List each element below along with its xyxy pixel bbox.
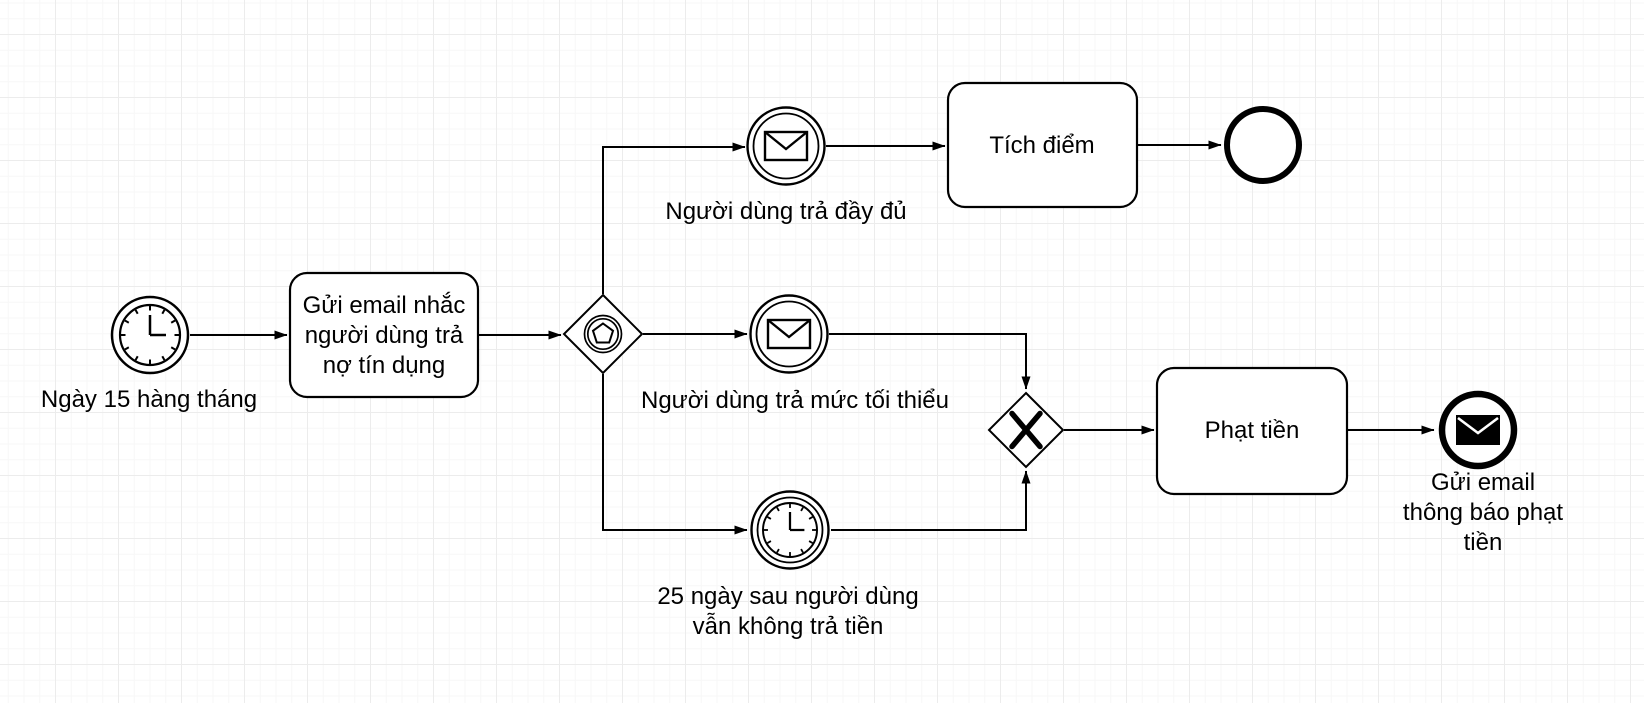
event-based-gateway[interactable] xyxy=(562,293,644,375)
flow-timer-25-days-to-xor-gateway[interactable] xyxy=(831,470,1031,531)
clock-icon xyxy=(761,501,819,559)
task-fine[interactable] xyxy=(1155,366,1349,496)
envelope-icon xyxy=(766,318,812,350)
label-task-fine: Phạt tiền xyxy=(1204,417,1300,444)
timer-start-event[interactable] xyxy=(110,295,190,375)
gateway-inner-circle-icon xyxy=(586,317,620,351)
label-msg-pays-full: Người dùng trả đầy đủ xyxy=(665,198,907,225)
task-accumulate-points[interactable] xyxy=(946,81,1139,209)
message-end-event[interactable] xyxy=(1438,390,1518,470)
envelope-icon xyxy=(763,130,809,162)
message-event-pays-minimum[interactable] xyxy=(749,294,829,374)
exclusive-gateway[interactable] xyxy=(987,391,1065,469)
timer-event-25-days[interactable] xyxy=(750,490,830,570)
end-event[interactable] xyxy=(1224,106,1302,184)
flow-msg-pays-minimum-to-xor-gateway[interactable] xyxy=(829,333,1031,390)
flow-gateway-to-msg-pays-full[interactable] xyxy=(602,142,746,294)
task-send-reminder-email[interactable] xyxy=(288,271,480,399)
label-msg-pays-minimum: Người dùng trả mức tối thiểu xyxy=(640,387,950,414)
clock-icon xyxy=(118,303,182,367)
label-task-accumulate-points: Tích điểm xyxy=(989,132,1095,159)
label-timer-25-days: 25 ngày sau người dùng vẫn không trả tiề… xyxy=(657,583,919,640)
label-task-send-reminder-email: Gửi email nhắc người dùng trả nợ tín dụn… xyxy=(302,292,466,379)
flow-gateway-to-timer-25-days[interactable] xyxy=(602,374,748,535)
message-event-pays-full[interactable] xyxy=(746,106,826,186)
x-mark-icon xyxy=(1009,410,1043,450)
pentagon-icon xyxy=(591,322,615,344)
label-start-timer: Ngày 15 hàng tháng xyxy=(40,386,258,413)
gateway-outer-circle-icon xyxy=(583,314,623,354)
filled-envelope-icon xyxy=(1456,415,1500,445)
label-msg-end-fine: Gửi email thông báo phạt tiền xyxy=(1402,469,1564,556)
